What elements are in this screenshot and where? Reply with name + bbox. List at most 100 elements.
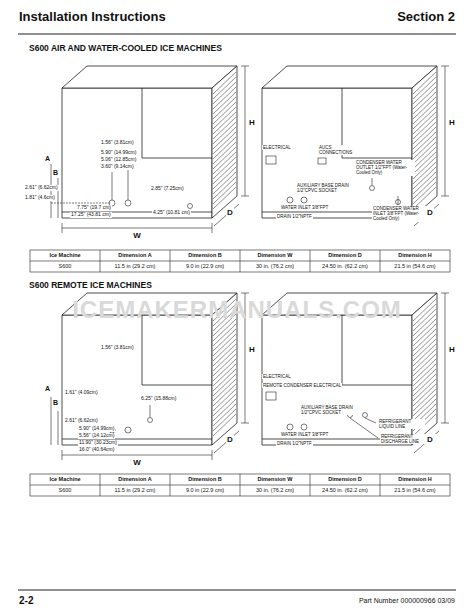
drawing-use	[262, 66, 437, 218]
drawing-circle	[363, 413, 368, 418]
dimension-label: 5.56" (14.12cm)	[78, 433, 115, 439]
drawing-line	[310, 474, 311, 496]
drawing-line	[241, 196, 249, 197]
drawing-line	[112, 172, 113, 200]
dimension-letter: D	[426, 208, 434, 217]
drawing-line	[58, 411, 59, 445]
drawing-circle	[287, 424, 293, 430]
drawing-line	[441, 423, 449, 424]
table-cell: Dimension A	[117, 476, 152, 482]
drawing-line	[214, 431, 239, 453]
dimension-letter: W	[132, 458, 142, 467]
drawing-line	[398, 196, 399, 205]
page-number: 2-2	[18, 595, 34, 607]
drawing-line	[380, 474, 381, 496]
table-cell: 30 in. (76.2 cm)	[255, 263, 295, 269]
drawing-line	[445, 66, 446, 196]
drawing-line	[170, 474, 171, 496]
dimension-letter: A	[44, 155, 51, 163]
page-header: Installation Instructions	[18, 10, 167, 25]
callout-label: CONDENSER WATER OUTLET 1/2"FPT (Water-Co…	[355, 160, 415, 176]
table-cell: S600	[58, 263, 73, 269]
table-cell: Ice Machine	[48, 476, 81, 482]
table-cell: 21.5 in (54.6 cm)	[393, 487, 436, 493]
dimension-label: 1.56" (3.81cm)	[100, 345, 135, 351]
table-cell: S600	[58, 487, 73, 493]
drawing-g	[18, 34, 456, 590]
callout-label: WATER INLET 3/8"FPT	[280, 205, 329, 210]
drawing-circle	[125, 427, 131, 433]
table-cell: 24.50 in. (62.2 cm)	[321, 263, 369, 269]
drawing-line	[62, 450, 63, 460]
drawing-line	[380, 250, 381, 272]
dimension-letter: D	[226, 208, 234, 217]
table-cell: 11.5 in (29.2 cm)	[114, 487, 157, 493]
drawing-line	[62, 228, 212, 229]
drawing-line	[18, 34, 456, 35]
drawing-line	[150, 405, 151, 417]
drawing-line	[241, 66, 249, 67]
dimension-letter: H	[448, 345, 456, 354]
table-cell: 30 in. (76.2 cm)	[255, 487, 295, 493]
dimension-letter: W	[132, 231, 142, 240]
drawing-circle	[188, 204, 193, 209]
table-cell: Dimension B	[187, 252, 223, 258]
section-heading: S600 AIR AND WATER-COOLED ICE MACHINES	[28, 44, 223, 54]
dimension-label: 3.60" (9.14cm)	[100, 164, 135, 170]
callout-label: REMOTE CONDENSER ELECTRICAL	[262, 383, 342, 388]
dimension-label: 6.25" (15.88cm)	[140, 396, 177, 402]
dimension-label: 2.61" (6.62cm)	[24, 185, 59, 191]
dimension-label: 5.90" (14.99cm)	[78, 426, 115, 432]
dimension-label: 17.25" (43.81 cm)	[70, 212, 112, 218]
drawing-line	[51, 203, 110, 204]
drawing-use	[62, 66, 237, 218]
callout-label: CONDENSER WATER INLET 3/8"FPT (Water-Coo…	[372, 206, 432, 222]
drawing-line	[350, 418, 378, 438]
drawing-line	[58, 178, 59, 218]
dimension-label: 1.56" (3.81cm)	[100, 140, 135, 146]
drawing-circle	[148, 418, 153, 423]
table-cell: Dimension H	[397, 476, 433, 482]
drawing-line	[241, 293, 249, 294]
callout-label: AUCS CONNECTIONS	[318, 145, 358, 155]
drawing-line	[240, 250, 241, 272]
page-header: Section 2	[396, 10, 456, 25]
table-cell: 9.0 in (22.9 cm)	[185, 487, 225, 493]
dimension-label: 4.25" (10.81 cm)	[152, 210, 191, 216]
drawing-line	[245, 66, 246, 196]
dimension-letter: H	[448, 118, 456, 127]
drawing-line	[441, 66, 449, 67]
drawing-circle	[287, 197, 293, 203]
drawing-line	[441, 293, 449, 294]
drawing-line	[241, 423, 249, 424]
dimension-label: 2.85" (7.25cm)	[150, 186, 185, 192]
dimension-letter: B	[52, 399, 59, 407]
drawing-line	[365, 418, 376, 423]
dimension-letter: H	[248, 118, 256, 127]
dimension-letter: A	[44, 385, 51, 393]
drawing-line	[212, 223, 213, 233]
dimension-label: 5.06" (12.85cm)	[100, 157, 137, 163]
callout-label: AUXILIARY BASE DRAIN 1/2"CPVC SOCKET	[300, 405, 357, 415]
dimension-label: 1.61" (4.09cm)	[64, 390, 99, 396]
table-cell: 24.50 in. (62.2 cm)	[321, 487, 369, 493]
dimension-label: 5.90" (14.99cm)	[100, 150, 137, 156]
dimension-letter: D	[226, 435, 234, 444]
drawing-rect	[266, 156, 276, 164]
drawing-rect	[30, 250, 450, 272]
drawing-line	[441, 196, 449, 197]
drawing-line	[100, 250, 101, 272]
drawing-rect	[318, 158, 326, 164]
drawing-rect	[266, 392, 276, 400]
table-cell: Dimension H	[397, 252, 433, 258]
section-heading: S600 REMOTE ICE MACHINES	[28, 281, 153, 291]
table-cell: 9.0 in (22.9 cm)	[185, 263, 225, 269]
callout-label: WATER INLET 3/8"FPT	[280, 432, 329, 437]
drawing-line	[214, 204, 239, 226]
callout-label: ELECTRICAL	[262, 374, 292, 379]
callout-label: REFRIGERANT LIQUID LINE	[378, 419, 425, 429]
callout-label: DRAIN 1/2"NPTF	[276, 214, 313, 219]
drawing-circle	[301, 424, 307, 430]
dimension-label: 11.90" (30.23cm)	[78, 440, 118, 446]
